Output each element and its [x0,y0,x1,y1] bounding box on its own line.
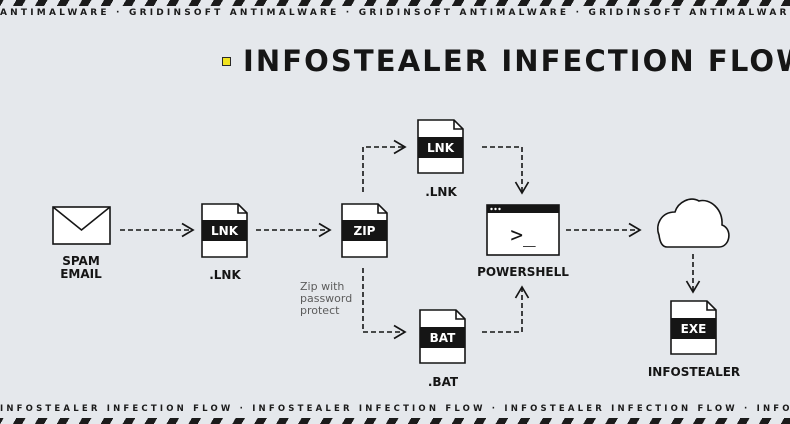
ticker-top: ANTIMALWARE · GRIDINSOFT ANTIMALWARE · G… [0,8,790,18]
label-bat: .BAT [427,375,459,389]
ticker-bottom: INFOSTEALER INFECTION FLOW · INFOSTEALER… [0,404,790,414]
note-zip: Zip with password protect [300,281,352,317]
badge-lnk-1: LNK [211,224,239,238]
label-spam-line1: SPAM [62,254,100,268]
file-icon-bat: BAT [419,309,466,364]
note-zip-line3: protect [300,304,340,317]
badge-zip: ZIP [354,224,376,238]
title-bullet-icon [222,56,231,66]
file-icon-exe: EXE [670,300,717,355]
badge-exe: EXE [681,322,707,336]
envelope-icon [52,206,111,245]
hazard-stripe-bottom [0,418,790,424]
label-spam-line2: EMAIL [60,267,102,281]
note-zip-line2: password [300,292,353,305]
label-powershell: POWERSHELL [477,265,569,279]
arrow-bat-to-powershell [482,285,530,333]
file-icon-lnk-2: LNK [417,119,464,174]
label-infostealer: INFOSTEALER [647,365,741,379]
label-lnk-1: .LNK [209,268,241,282]
file-icon-lnk-1: LNK [201,203,248,258]
badge-bat: BAT [430,331,457,345]
arrow-zip-to-bat [362,268,407,340]
note-zip-line1: Zip with [300,280,345,293]
terminal-window-icon: >_ [486,204,560,256]
badge-lnk-2: LNK [427,141,455,155]
arrow-lnk-to-powershell [482,146,530,195]
file-icon-zip: ZIP [341,203,388,258]
title-block: INFOSTEALER INFECTION FLOW [222,44,790,78]
hazard-stripe-top [0,0,790,6]
terminal-prompt: >_ [510,223,536,247]
label-lnk-2: .LNK [425,185,457,199]
cloud-icon [657,198,730,248]
page-title: INFOSTEALER INFECTION FLOW [243,44,790,78]
arrow-zip-to-lnk [362,139,407,192]
label-spam-email: SPAM EMAIL [41,255,121,281]
